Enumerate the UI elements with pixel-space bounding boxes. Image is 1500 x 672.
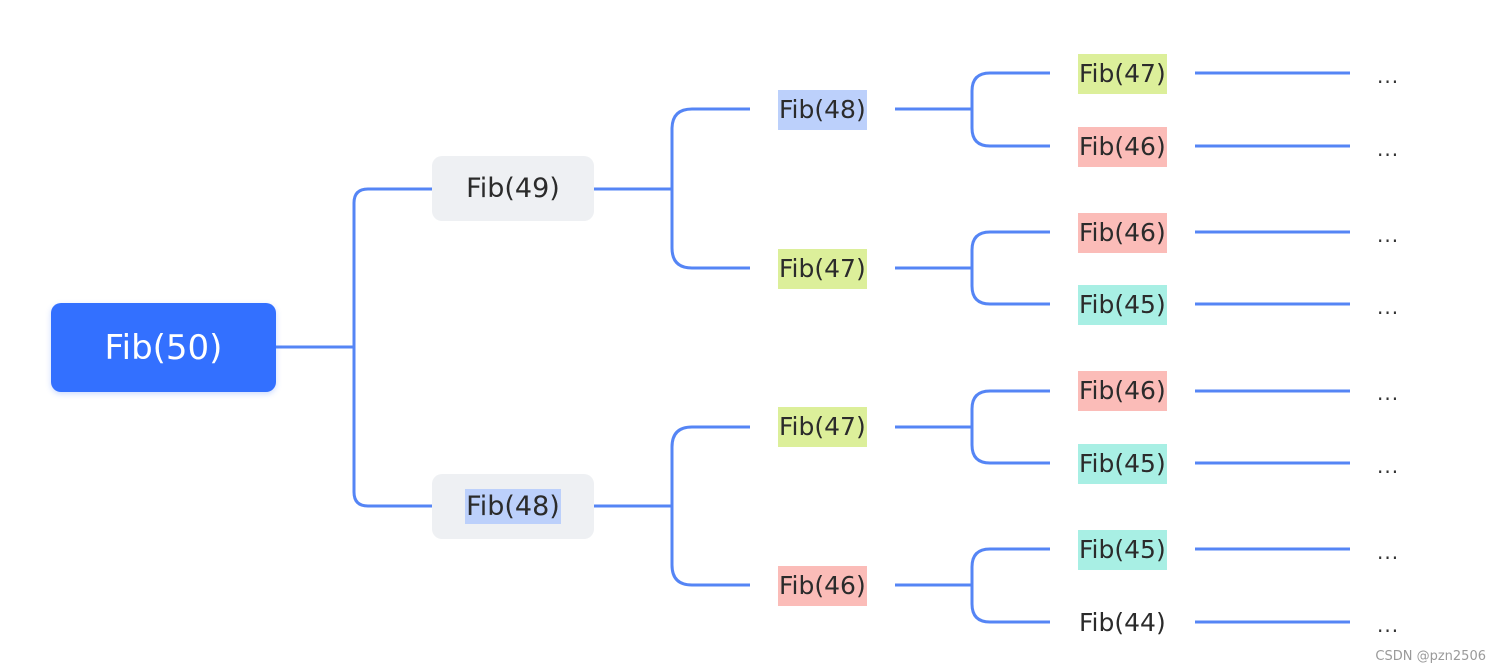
level3-node[interactable]: Fib(46) [1078, 127, 1167, 167]
watermark: CSDN @pzn2506 [1375, 649, 1486, 664]
level3-node[interactable]: Fib(46) [1078, 371, 1167, 411]
level2-connector-branch [970, 547, 1050, 624]
ellipsis-icon: ... [1377, 64, 1400, 88]
level1-label: Fib(49) [466, 173, 560, 204]
level2-node[interactable]: Fib(48) [778, 90, 867, 130]
level1-node[interactable]: Fib(49) [432, 156, 594, 221]
ellipsis-icon: ... [1377, 613, 1400, 637]
level1-connector-branch [670, 425, 750, 587]
level2-node[interactable]: Fib(47) [778, 249, 867, 289]
level3-node[interactable]: Fib(45) [1078, 285, 1167, 325]
level3-node[interactable]: Fib(45) [1078, 444, 1167, 484]
level2-connector-branch [970, 71, 1050, 148]
root-node[interactable]: Fib(50) [51, 303, 276, 392]
ellipsis-icon: ... [1377, 223, 1400, 247]
level3-node[interactable]: Fib(44) [1079, 608, 1166, 637]
level1-connector-branch [670, 107, 750, 270]
level2-node[interactable]: Fib(47) [778, 407, 867, 447]
ellipsis-icon: ... [1377, 137, 1400, 161]
level2-node[interactable]: Fib(46) [778, 566, 867, 606]
root-label: Fib(50) [104, 327, 223, 368]
level2-connector-branch [970, 230, 1050, 306]
level3-node[interactable]: Fib(46) [1078, 213, 1167, 253]
level1-node[interactable]: Fib(48) [432, 474, 594, 539]
level1-label: Fib(48) [465, 489, 561, 524]
ellipsis-icon: ... [1377, 454, 1400, 478]
level3-node[interactable]: Fib(47) [1078, 54, 1167, 94]
ellipsis-icon: ... [1377, 295, 1400, 319]
ellipsis-icon: ... [1377, 540, 1400, 564]
level3-node[interactable]: Fib(45) [1078, 530, 1167, 570]
root-connector-branch [352, 187, 432, 508]
ellipsis-icon: ... [1377, 381, 1400, 405]
level2-connector-branch [970, 389, 1050, 465]
